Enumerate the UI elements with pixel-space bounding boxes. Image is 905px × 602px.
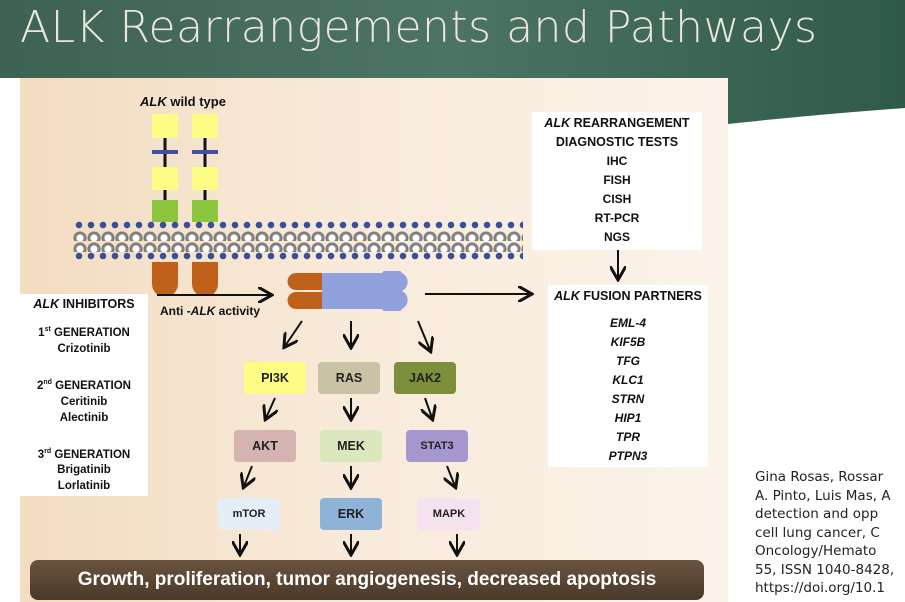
pathway-arrows	[157, 250, 728, 602]
node-akt: AKT	[234, 430, 296, 462]
alk-pathway-figure: ALK wild type Anti -ALK activity PI3K AK…	[20, 78, 728, 602]
outcome-banner: Growth, proliferation, tumor angiogenesi…	[30, 560, 704, 600]
node-stat3: STAT3	[406, 430, 468, 462]
node-pi3k: PI3K	[244, 362, 306, 394]
node-jak2: JAK2	[394, 362, 456, 394]
alk-receptor-icon	[152, 114, 218, 294]
anti-alk-activity-label: Anti -ALK activity	[160, 304, 261, 318]
node-ras: RAS	[318, 362, 380, 394]
node-erk: ERK	[320, 498, 382, 530]
cell-membrane	[73, 221, 523, 260]
node-mtor: mTOR	[218, 498, 280, 530]
wild-type-label: ALK wild type	[140, 94, 226, 109]
alk-inhibitors-box: ALK INHIBITORS 1st GENERATION Crizotinib…	[20, 294, 148, 496]
fusion-protein-icon	[287, 271, 408, 311]
node-mek: MEK	[320, 430, 382, 462]
slide-title: ALK Rearrangements and Pathways	[20, 2, 818, 53]
header-background	[0, 0, 905, 124]
node-mapk: MAPK	[418, 498, 480, 530]
